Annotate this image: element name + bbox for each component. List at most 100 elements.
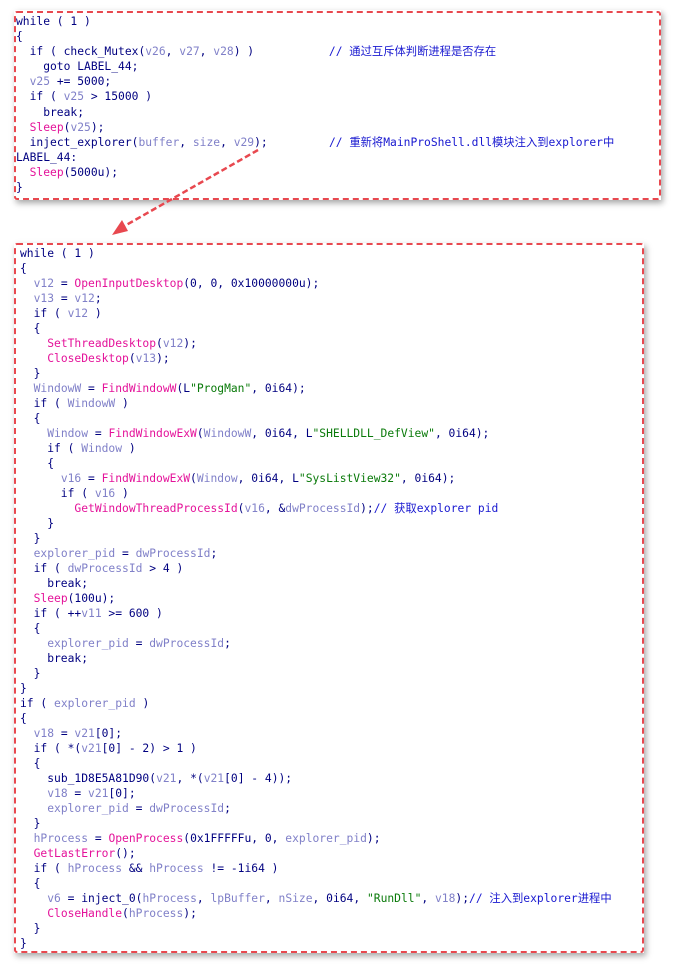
code-token: v11 xyxy=(81,607,102,620)
code-token: explorer_pid xyxy=(54,697,136,710)
code-token: OpenInputDesktop xyxy=(74,277,184,290)
code-token: ( xyxy=(138,45,146,59)
code-token: v18 xyxy=(435,892,456,905)
code-line: while ( 1 ) xyxy=(20,246,612,261)
code-token: = xyxy=(115,547,136,560)
code-token: Window xyxy=(47,427,89,440)
code-token: { xyxy=(20,712,27,725)
code-token: break; xyxy=(16,105,85,119)
code-token: (); xyxy=(115,847,136,860)
code-token: (5000u); xyxy=(63,165,119,179)
code-token: // 重新将MainProShell.dll模块注入到explorer中 xyxy=(328,135,615,149)
code-line: explorer_pid = dwProcessId; xyxy=(20,636,612,651)
code-token: inject_explorer xyxy=(29,135,132,149)
code-token: v13 xyxy=(135,352,157,365)
code-line: break; xyxy=(20,576,612,591)
code-line: { xyxy=(20,621,612,636)
code-token: v6 xyxy=(47,892,61,905)
code-token: size xyxy=(192,135,221,149)
code-line: { xyxy=(20,876,612,891)
code-line: WindowW = FindWindowW(L"ProgMan", 0i64); xyxy=(20,381,612,396)
code-token: WindowW xyxy=(203,427,252,440)
code-token: { xyxy=(20,322,41,335)
code-token: Sleep xyxy=(33,592,68,605)
code-token: > 4 ) xyxy=(142,562,184,575)
code-token: v21 xyxy=(81,742,102,755)
code-line: { xyxy=(20,756,612,771)
code-token: = xyxy=(81,382,102,395)
code-line: } xyxy=(16,180,614,195)
code-line: v13 = v12; xyxy=(20,291,612,306)
code-token: ( xyxy=(237,502,245,515)
code-token: ( xyxy=(63,120,71,134)
code-token: hProcess xyxy=(149,862,204,875)
code-token: if ( xyxy=(16,45,64,59)
code-token: WindowW xyxy=(33,382,82,395)
code-token: , xyxy=(179,135,193,149)
code-token: = xyxy=(128,637,150,650)
code-token: , xyxy=(220,135,234,149)
code-token: v16 xyxy=(60,472,82,485)
code-token: , xyxy=(421,892,435,905)
code-token: buffer xyxy=(138,135,180,149)
code-token: } xyxy=(20,367,41,380)
code-token: ); xyxy=(183,337,197,350)
code-line: explorer_pid = dwProcessId; xyxy=(20,546,612,561)
code-token: ( xyxy=(131,135,139,149)
code-token: Window xyxy=(81,442,123,455)
code-token: , *( xyxy=(176,772,204,785)
code-token: hProcess xyxy=(128,907,184,920)
code-token: v12 xyxy=(162,337,184,350)
code-token: CloseDesktop xyxy=(47,352,129,365)
code-block-top: while ( 1 ){ if ( check_Mutex(v26, v27, … xyxy=(16,14,614,195)
code-token: sub_1D8E5A81D90 xyxy=(47,772,150,785)
code-token: v18 xyxy=(47,787,68,800)
code-token: dwProcessId xyxy=(285,502,361,515)
code-token: v25 xyxy=(70,120,91,134)
code-token: } xyxy=(20,667,41,680)
code-token: if ( xyxy=(20,397,68,410)
code-token: , xyxy=(196,892,211,905)
code-line: if ( v12 ) xyxy=(20,306,612,321)
code-token: v16 xyxy=(94,487,116,500)
code-token: v21 xyxy=(156,772,177,785)
code-token: } xyxy=(20,517,55,530)
code-token: , 0i64, xyxy=(312,892,367,905)
code-line: } xyxy=(20,516,612,531)
code-line: while ( 1 ) xyxy=(16,14,614,29)
code-line: GetWindowThreadProcessId(v16, &dwProcess… xyxy=(20,501,612,516)
code-line: v6 = inject_0(hProcess, lpBuffer, nSize,… xyxy=(20,891,611,906)
code-token: v28 xyxy=(213,45,234,59)
code-token: ( xyxy=(128,352,136,365)
code-line: CloseHandle(hProcess); xyxy=(20,906,612,921)
code-token: if ( xyxy=(16,90,64,104)
code-token: break; xyxy=(20,577,89,590)
code-line: sub_1D8E5A81D90(v21, *(v21[0] - 4)); xyxy=(20,771,612,786)
code-line: if ( Window ) xyxy=(20,441,612,456)
code-line: if ( WindowW ) xyxy=(20,396,612,411)
code-token: v12 xyxy=(33,277,55,290)
code-line: if ( check_Mutex(v26, v27, v28) ) // 通过互… xyxy=(16,44,614,59)
code-panel-top: while ( 1 ){ if ( check_Mutex(v26, v27, … xyxy=(14,10,661,200)
code-token: ; xyxy=(210,547,218,560)
code-line: } xyxy=(20,936,612,951)
code-token: { xyxy=(20,457,55,470)
code-token: "SHELLDLL_DefView" xyxy=(312,427,435,440)
code-line: if ( *(v21[0] - 2) > 1 ) xyxy=(20,741,612,756)
code-token: , 0i64, L xyxy=(237,472,299,485)
code-token: nSize xyxy=(278,892,313,905)
code-token: , 0i64, L xyxy=(251,427,313,440)
code-token: (0, 0, 0x10000000u); xyxy=(183,277,320,290)
code-line: { xyxy=(20,261,612,276)
code-line: inject_explorer(buffer, size, v29); // 重… xyxy=(16,135,615,150)
code-token: "ProgMan" xyxy=(190,382,252,395)
code-token: ); xyxy=(455,892,470,905)
code-token: = xyxy=(128,802,150,815)
code-token: = xyxy=(88,427,109,440)
code-token: (0x1FFFFFu, 0, xyxy=(183,832,286,845)
code-token: dwProcessId xyxy=(67,562,143,575)
code-token: "RunDll" xyxy=(366,892,422,905)
code-token: ); xyxy=(156,352,170,365)
code-line: if ( explorer_pid ) xyxy=(20,696,612,711)
code-token: check_Mutex xyxy=(63,45,139,59)
